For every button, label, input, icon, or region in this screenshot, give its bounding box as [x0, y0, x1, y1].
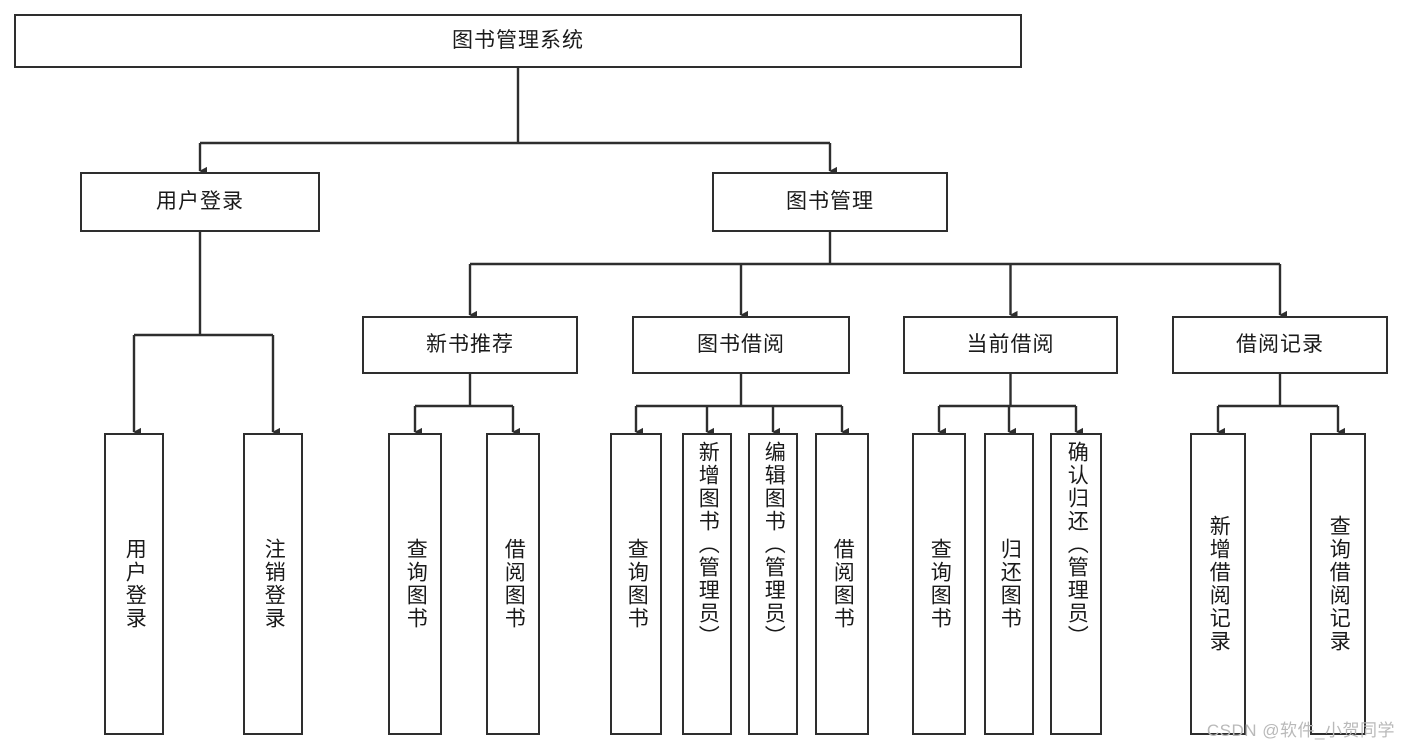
node-label: 查询图书	[625, 538, 649, 630]
node-label: 借阅记录	[1236, 333, 1324, 357]
node-current-borrow[interactable]: 当前借阅	[903, 316, 1118, 374]
node-label: 用户登录	[123, 538, 147, 630]
node-leaf-logout[interactable]: 注销登录	[243, 433, 303, 735]
node-leaf-confirm-return[interactable]: 确认归还（管理员）	[1050, 433, 1102, 735]
node-new-book-rec[interactable]: 新书推荐	[362, 316, 578, 374]
node-leaf-query-record[interactable]: 查询借阅记录	[1310, 433, 1366, 735]
node-leaf-query-book[interactable]: 查询图书	[610, 433, 662, 735]
node-user-login[interactable]: 用户登录	[80, 172, 320, 232]
node-leaf-borrow-book-rec[interactable]: 借阅图书	[486, 433, 540, 735]
node-borrow-record[interactable]: 借阅记录	[1172, 316, 1388, 374]
node-label: 查询借阅记录	[1327, 515, 1351, 653]
node-leaf-user-login[interactable]: 用户登录	[104, 433, 164, 735]
node-leaf-add-record[interactable]: 新增借阅记录	[1190, 433, 1246, 735]
node-label: 新书推荐	[426, 333, 514, 357]
node-label: 查询图书	[404, 538, 428, 630]
node-leaf-query-book-rec[interactable]: 查询图书	[388, 433, 442, 735]
node-leaf-add-book[interactable]: 新增图书（管理员）	[682, 433, 732, 735]
node-label: 新增图书（管理员）	[696, 441, 720, 648]
node-label: 借阅图书	[831, 538, 855, 630]
node-label: 当前借阅	[966, 333, 1055, 357]
node-leaf-query-book-cur[interactable]: 查询图书	[912, 433, 966, 735]
node-leaf-return-book[interactable]: 归还图书	[984, 433, 1034, 735]
node-label: 图书借阅	[697, 333, 785, 357]
node-leaf-borrow-book[interactable]: 借阅图书	[815, 433, 869, 735]
node-label: 用户登录	[156, 190, 244, 214]
node-label: 借阅图书	[502, 538, 526, 630]
watermark-text: CSDN @软件_小贺同学	[1206, 721, 1395, 740]
node-root[interactable]: 图书管理系统	[14, 14, 1022, 68]
node-label: 新增借阅记录	[1207, 515, 1231, 653]
node-book-borrow[interactable]: 图书借阅	[632, 316, 850, 374]
node-label: 确认归还（管理员）	[1065, 441, 1089, 648]
node-label: 编辑图书（管理员）	[762, 441, 786, 648]
node-label: 归还图书	[998, 538, 1022, 630]
node-leaf-edit-book[interactable]: 编辑图书（管理员）	[748, 433, 798, 735]
node-label: 图书管理系统	[452, 29, 584, 53]
node-book-manage[interactable]: 图书管理	[712, 172, 948, 232]
node-label: 图书管理	[786, 190, 874, 214]
node-label: 注销登录	[262, 538, 286, 630]
node-label: 查询图书	[928, 538, 952, 630]
